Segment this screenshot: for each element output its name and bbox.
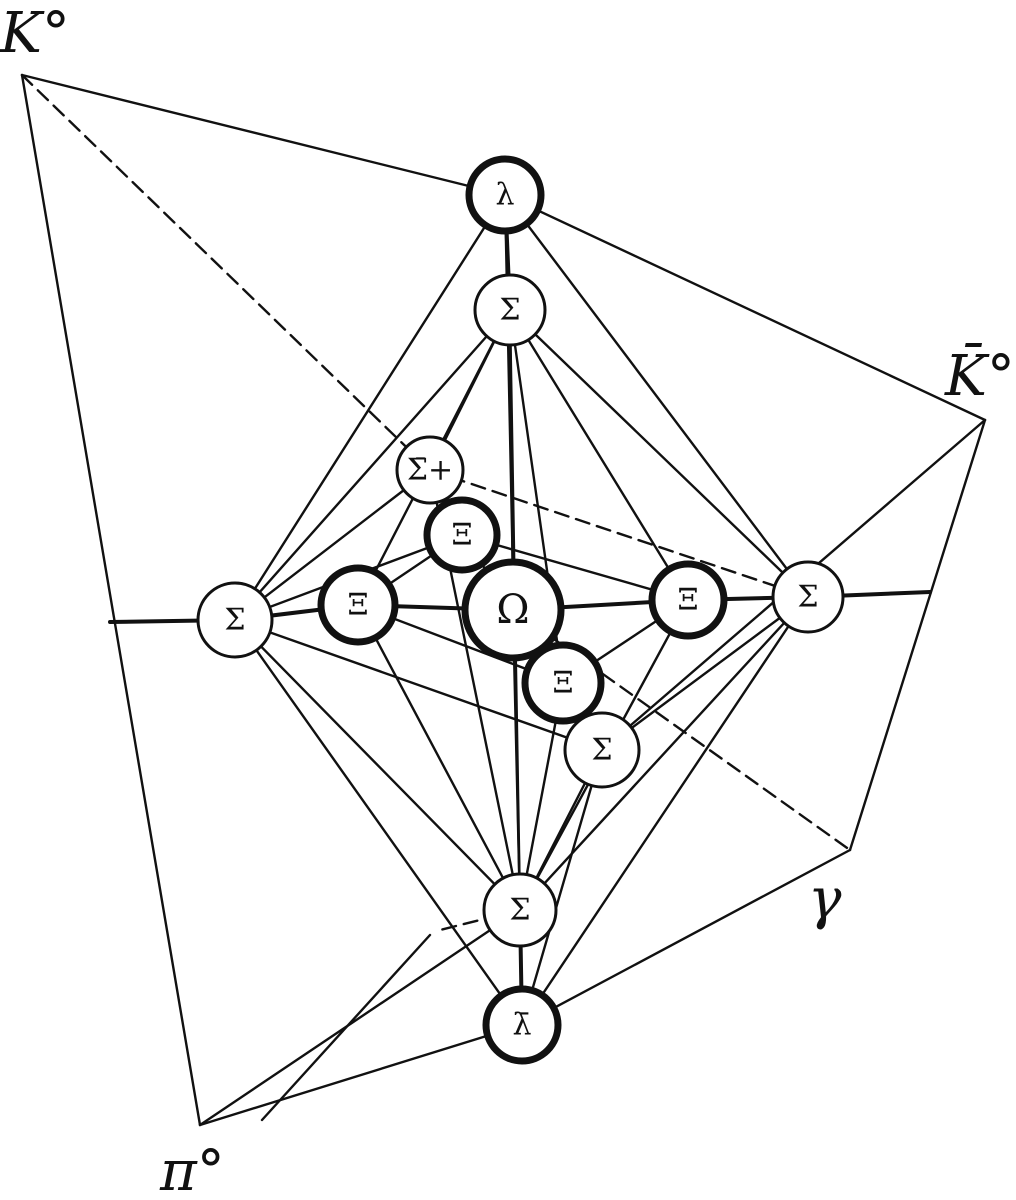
node-label: Σ <box>591 733 612 768</box>
edge-44 <box>600 595 810 752</box>
edge-18 <box>503 193 810 599</box>
node-circle <box>563 711 641 789</box>
node-label: Σ̄+ <box>407 453 453 488</box>
node-circle <box>317 564 399 646</box>
node-sigma-left: Σ <box>196 581 274 659</box>
edge-6 <box>848 418 987 852</box>
node-circle <box>473 273 547 347</box>
edge-21 <box>508 308 810 599</box>
node-lambda-top: λ <box>465 155 545 235</box>
node-sigma-lower: Σ <box>482 872 558 948</box>
edge-20 <box>233 308 512 622</box>
edge-4 <box>520 848 852 1027</box>
node-circle <box>482 985 562 1065</box>
node-label: Ξ <box>451 518 472 553</box>
node-label: Σ <box>224 603 245 638</box>
node-sigma-plus-bar: Σ̄+ <box>395 435 465 505</box>
gamma-label: γ <box>808 867 842 932</box>
edge-34 <box>428 468 810 599</box>
k0-label: K° <box>0 1 70 66</box>
node-xi-left: Ξ <box>317 564 399 646</box>
node-label: Σ <box>509 893 530 928</box>
node-sigma-lower-right: Σ <box>563 711 641 789</box>
edge-54 <box>260 933 432 1122</box>
node-sigma-right: Σ <box>771 560 845 634</box>
edge-43 <box>518 595 810 912</box>
edge-51 <box>233 618 524 1027</box>
node-lambda-bar-bottom: λ̄ <box>482 985 562 1065</box>
node-circle <box>771 560 845 634</box>
node-omega: Ω <box>461 558 565 662</box>
node-xi-lower: Ξ <box>521 641 605 725</box>
edge-52 <box>520 748 604 1027</box>
edge-42 <box>233 618 522 912</box>
node-xi-upper: Ξ <box>423 496 501 574</box>
node-label: Σ <box>499 293 520 328</box>
node-circle <box>482 872 558 948</box>
node-label: Σ <box>797 580 818 615</box>
node-circle <box>648 560 728 640</box>
node-xi-right: Ξ <box>648 560 728 640</box>
edge-24 <box>508 308 690 602</box>
edge-46 <box>356 603 522 912</box>
edge-36 <box>233 618 604 752</box>
edge-1 <box>503 193 987 422</box>
edge-17 <box>233 193 507 622</box>
node-label: Ξ <box>347 588 368 623</box>
node-label: λ̄ <box>512 1008 531 1043</box>
k0-bar-label: K̄° <box>944 342 1015 409</box>
edge-0 <box>20 73 507 197</box>
node-label: λ <box>495 178 514 213</box>
node-circle <box>461 558 565 662</box>
edge-50 <box>520 595 810 1027</box>
node-label: Ξ <box>552 666 573 701</box>
edge-32 <box>233 468 432 622</box>
node-sigma-upper: Σ <box>473 273 547 347</box>
node-circle <box>465 155 545 235</box>
edge-7 <box>20 73 432 472</box>
node-circle <box>423 496 501 574</box>
edge-2 <box>20 73 202 1127</box>
node-circle <box>196 581 274 659</box>
node-label: Ξ <box>677 583 698 618</box>
node-circle <box>521 641 605 725</box>
edge-11 <box>198 908 522 1127</box>
node-circle <box>395 435 465 505</box>
pi0-label: π° <box>159 1139 225 1200</box>
node-label: Ω <box>496 587 529 633</box>
edge-3 <box>198 1023 524 1127</box>
